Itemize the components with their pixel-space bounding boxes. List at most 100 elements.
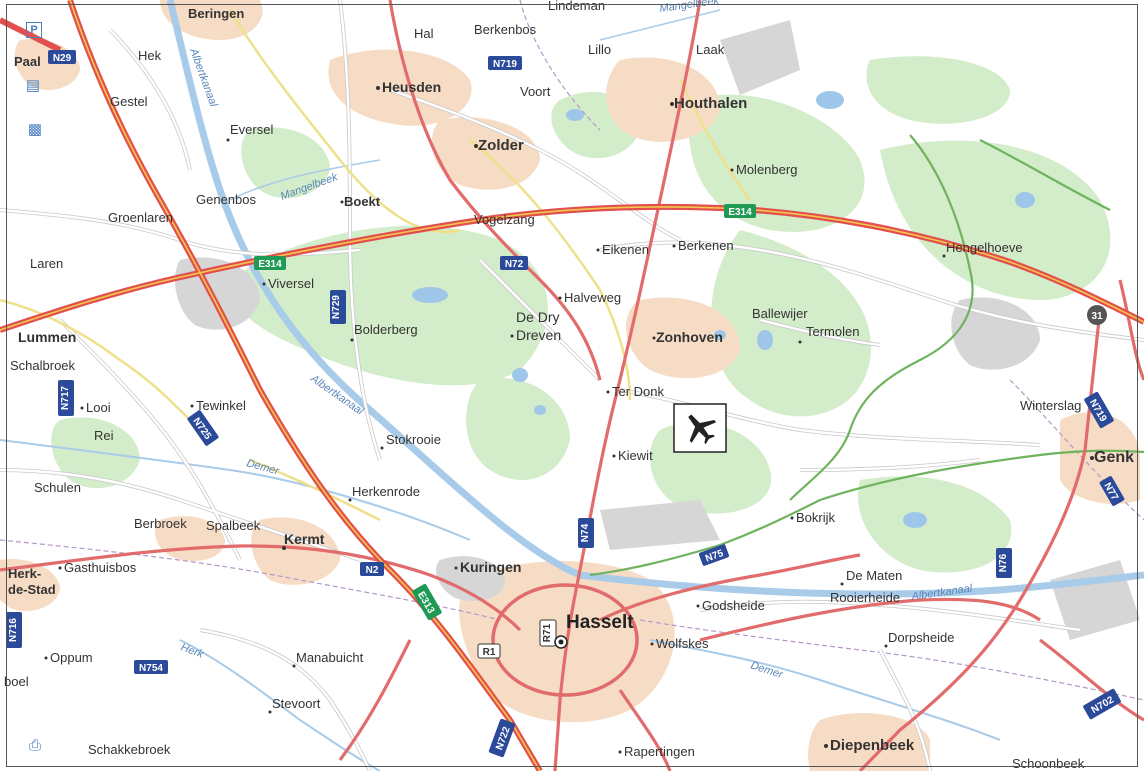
parking-icon[interactable]: P bbox=[26, 22, 42, 38]
label-manabuicht: Manabuicht bbox=[296, 650, 364, 665]
svg-text:N76: N76 bbox=[998, 553, 1009, 572]
fuel-icon[interactable]: ▩ bbox=[27, 121, 43, 138]
label-bokrijk: Bokrijk bbox=[796, 510, 836, 525]
label-berbroek: Berbroek bbox=[134, 516, 187, 531]
label-godsheide: Godsheide bbox=[702, 598, 765, 613]
shield-n719: N719 bbox=[488, 56, 522, 70]
label-berkenbos: Berkenbos bbox=[474, 22, 537, 37]
label-spalbeek: Spalbeek bbox=[206, 518, 261, 533]
label-bolderberg: Bolderberg bbox=[354, 322, 418, 337]
label-hek: Hek bbox=[138, 48, 162, 63]
label-groenlaren: Groenlaren bbox=[108, 210, 173, 225]
label-zolder: Zolder bbox=[478, 137, 524, 154]
svg-text:N2: N2 bbox=[366, 565, 379, 576]
label-schakkebroek: Schakkebroek bbox=[88, 742, 171, 757]
label-stokrooie: Stokrooie bbox=[386, 432, 441, 447]
label-hal: Hal bbox=[414, 26, 434, 41]
label-schoonbeek: Schoonbeek bbox=[1012, 756, 1085, 771]
label-eversel: Eversel bbox=[230, 122, 273, 137]
svg-text:E314: E314 bbox=[728, 207, 752, 218]
svg-text:N72: N72 bbox=[505, 259, 524, 270]
shield-n74: N74 bbox=[578, 518, 594, 548]
ring-road bbox=[491, 583, 639, 697]
svg-text:N729: N729 bbox=[331, 295, 342, 319]
label-de-maten: De Maten bbox=[846, 568, 902, 583]
label-boel: boel bbox=[4, 674, 29, 689]
label-de-dry: De Dry bbox=[516, 309, 560, 325]
lakes bbox=[412, 91, 1035, 528]
label-viversel: Viversel bbox=[268, 276, 314, 291]
label-kuringen: Kuringen bbox=[460, 559, 521, 575]
shield-n2: N2 bbox=[360, 562, 384, 576]
label-genk: Genk bbox=[1094, 449, 1134, 466]
label-ballewijer: Ballewijer bbox=[752, 306, 808, 321]
label-genenbos: Genenbos bbox=[196, 192, 256, 207]
shield-r71: R71 bbox=[539, 619, 557, 647]
shield-n716: N716 bbox=[6, 612, 22, 648]
label-molenberg: Molenberg bbox=[736, 162, 797, 177]
label-tewinkel: Tewinkel bbox=[196, 398, 246, 413]
forest-areas bbox=[51, 56, 1111, 573]
place-labels: Beringen Paal Hek Gestel Hal Berkenbos L… bbox=[4, 0, 1134, 771]
shield-n29: N29 bbox=[48, 50, 76, 64]
label-winterslag: Winterslag bbox=[1020, 398, 1081, 413]
label-hasselt: Hasselt bbox=[566, 612, 634, 633]
label-herk: Herk- bbox=[8, 566, 41, 581]
svg-text:N74: N74 bbox=[580, 523, 591, 542]
shield-e314-west: E314 bbox=[254, 256, 286, 270]
label-paal: Paal bbox=[14, 54, 41, 69]
label-laak: Laak bbox=[696, 42, 725, 57]
label-gestel: Gestel bbox=[110, 94, 148, 109]
label-boekt: Boekt bbox=[344, 194, 381, 209]
label-wolfskes: Wolfskes bbox=[656, 636, 709, 651]
svg-text:N29: N29 bbox=[53, 53, 72, 64]
industrial-areas bbox=[175, 20, 1140, 640]
svg-text:N754: N754 bbox=[139, 663, 163, 674]
svg-text:N719: N719 bbox=[493, 59, 517, 70]
label-hengelhoeve: Hengelhoeve bbox=[946, 240, 1023, 255]
label-kiewit: Kiewit bbox=[618, 448, 653, 463]
label-rei: Rei bbox=[94, 428, 114, 443]
shield-n76: N76 bbox=[996, 548, 1012, 578]
label-heusden: Heusden bbox=[382, 79, 441, 95]
hasselt-city-marker bbox=[554, 635, 568, 649]
car-icon[interactable]: ▤ bbox=[25, 77, 41, 94]
label-beringen: Beringen bbox=[188, 6, 244, 21]
label-berkenen: Berkenen bbox=[678, 238, 734, 253]
label-laren: Laren bbox=[30, 256, 63, 271]
label-lummen: Lummen bbox=[18, 329, 76, 345]
label-lindeman: Lindeman bbox=[548, 0, 605, 13]
label-voort: Voort bbox=[520, 84, 551, 99]
label-eikenen: Eikenen bbox=[602, 242, 649, 257]
label-schulen: Schulen bbox=[34, 480, 81, 495]
label-vogelzang: Vogelzang bbox=[474, 212, 535, 227]
svg-text:N717: N717 bbox=[60, 386, 71, 410]
route-shields: N29 N719 E314 E314 N72 N729 N717 N725 N7… bbox=[6, 50, 1125, 758]
airplane-icon bbox=[688, 414, 717, 445]
scenic-route bbox=[589, 134, 1144, 577]
label-halveweg: Halveweg bbox=[564, 290, 621, 305]
airport-marker[interactable] bbox=[673, 403, 727, 453]
label-oppum: Oppum bbox=[50, 650, 93, 665]
shield-e314-east: E314 bbox=[724, 204, 756, 218]
label-herkenrode: Herkenrode bbox=[352, 484, 420, 499]
label-rooierheide: Rooierheide bbox=[830, 590, 900, 605]
exit-31-label: 31 bbox=[1091, 311, 1103, 322]
svg-text:E314: E314 bbox=[258, 259, 282, 270]
shield-n754: N754 bbox=[134, 660, 168, 674]
svg-text:R1: R1 bbox=[483, 647, 496, 658]
label-schalbroek: Schalbroek bbox=[10, 358, 76, 373]
label-dreven: Dreven bbox=[516, 327, 561, 343]
print-icon[interactable]: ⎙ bbox=[28, 736, 41, 754]
label-looi: Looi bbox=[86, 400, 111, 415]
label-stevoort: Stevoort bbox=[272, 696, 321, 711]
label-termolen: Termolen bbox=[806, 324, 859, 339]
label-gasthuisbos: Gasthuisbos bbox=[64, 560, 137, 575]
label-rapertingen: Rapertingen bbox=[624, 744, 695, 759]
svg-text:R71: R71 bbox=[542, 623, 553, 642]
label-diepenbeek: Diepenbeek bbox=[830, 737, 915, 754]
